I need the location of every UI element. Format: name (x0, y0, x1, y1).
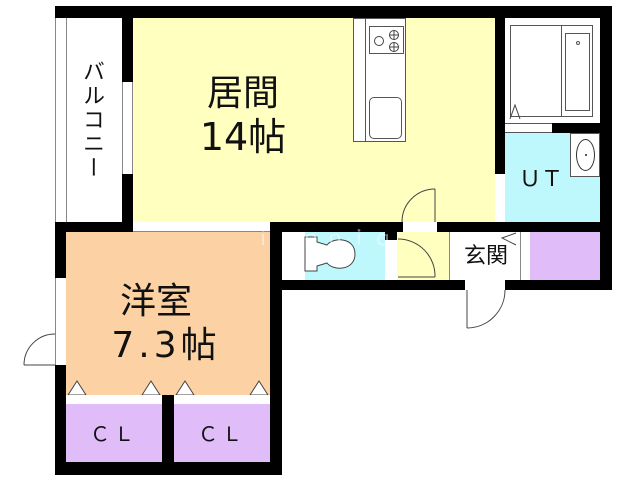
kitchen-sink (369, 97, 402, 139)
shoe-storage-gap (520, 232, 530, 280)
right-outer-wall (600, 6, 612, 290)
western-room-top-opening (133, 222, 270, 232)
stove-burners-icon (374, 30, 399, 52)
bath-ut-wall (552, 123, 600, 133)
shoe-storage (530, 232, 600, 280)
left-upper-wall (55, 222, 66, 278)
western-room-name: 洋室 (119, 281, 192, 322)
toilet-door-swing-icon (397, 238, 436, 278)
balcony-wall-lower (122, 174, 133, 222)
front-door-swing-icon (466, 289, 506, 329)
hall (397, 232, 450, 280)
bathtub-enclosure (510, 25, 593, 117)
living-door-swing-icon (401, 188, 436, 223)
corridor-bottom-wall-left (270, 280, 465, 290)
closet-left-label: ＣＬ (90, 422, 138, 446)
western-door-swing-icon (23, 333, 56, 366)
closet-right: ＣＬ (174, 395, 270, 462)
kitchen-counter-edge (365, 19, 366, 141)
western-room: 洋室 7.3帖 (66, 232, 270, 395)
bathtub-drain-icon (576, 41, 580, 45)
closet-left: ＣＬ (66, 395, 162, 462)
left-lower-wall (55, 365, 66, 475)
closet-right-label: ＣＬ (198, 422, 246, 446)
toilet-door-opening (385, 240, 397, 280)
bathroom (505, 18, 600, 123)
balcony: バルコニー (55, 18, 122, 222)
closet-door-markers-icon (67, 380, 269, 396)
entrance-label: 玄関 (463, 244, 508, 269)
utility-label: ＵＴ (518, 167, 563, 192)
bottom-wall (55, 462, 282, 475)
balcony-label: バルコニー (79, 60, 104, 180)
bath-door-icon (509, 103, 521, 120)
ut-door-opening (495, 174, 505, 222)
living-room-name: 居間 (206, 73, 279, 114)
utility-room: ＵＴ (505, 133, 600, 222)
western-room-size: 7.3帖 (111, 325, 221, 366)
middle-wall-left (270, 222, 403, 232)
toilet-icon (304, 236, 356, 272)
toilet-wall-stub (385, 232, 397, 240)
washbasin-drain-icon (585, 154, 587, 156)
western-right-wall (270, 232, 282, 475)
living-window (122, 82, 133, 174)
living-door-opening (403, 222, 437, 232)
toilet-room-left (282, 232, 305, 280)
toilet-room (304, 232, 385, 280)
living-right-wall (495, 18, 505, 174)
shoe-storage-door-icon (500, 232, 517, 246)
balcony-wall-upper (122, 18, 133, 82)
balcony-bottom-wall (55, 222, 133, 232)
living-room-size: 14帖 (199, 115, 287, 159)
closet-divider-wall (162, 395, 174, 465)
washbasin-bowl-icon (576, 139, 595, 171)
kitchen-counter (353, 18, 406, 142)
bathtub-divider (561, 26, 562, 116)
watermark: ｉｃｏｎｉｑ (253, 226, 397, 250)
stove (369, 26, 404, 54)
bathtub (565, 33, 590, 111)
living-room: 居間 14帖 (133, 18, 495, 222)
entrance: 玄関 (450, 232, 520, 280)
middle-wall-right (437, 222, 612, 232)
washbasin (570, 133, 600, 177)
corridor-bottom-wall-right (505, 280, 612, 290)
western-window (55, 278, 66, 365)
front-door-opening (465, 280, 505, 290)
balcony-rail (66, 18, 67, 222)
bath-door-opening (505, 123, 552, 133)
top-wall (55, 6, 612, 18)
